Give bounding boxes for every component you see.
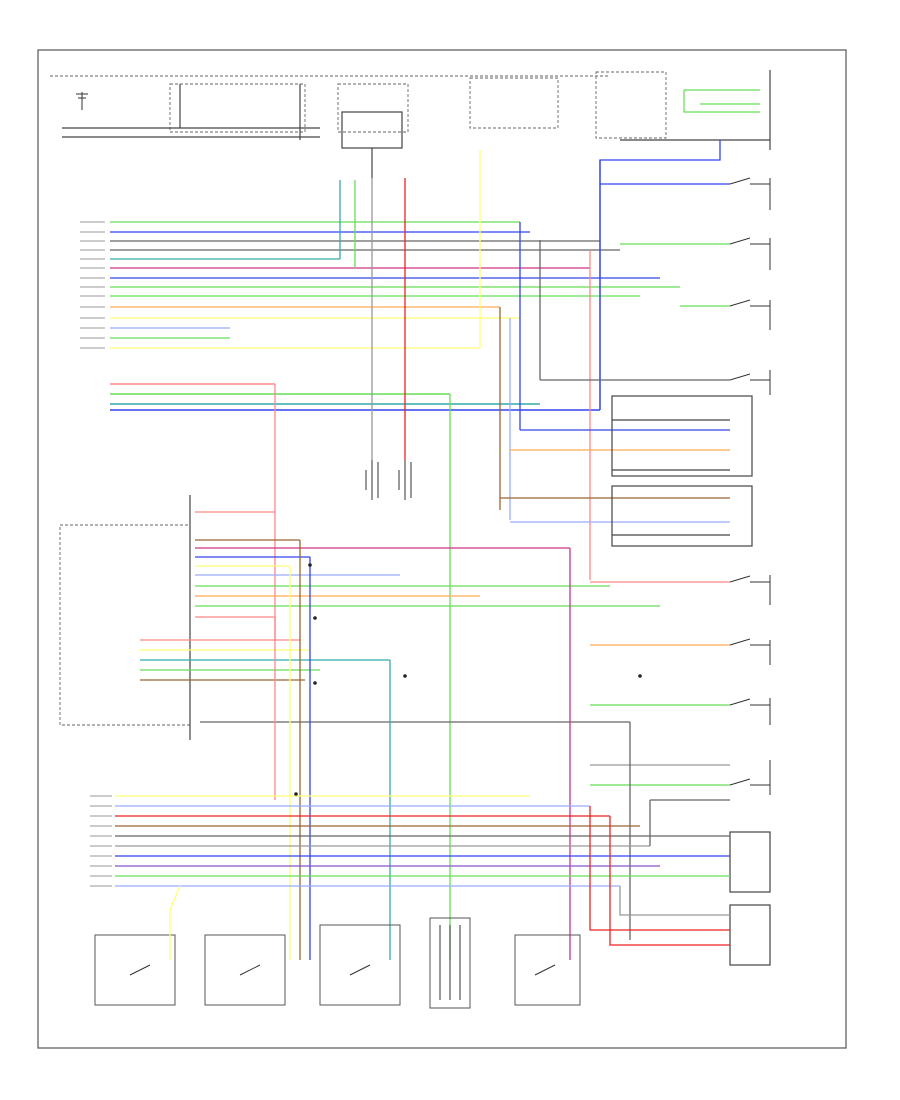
bottom-harness-wires xyxy=(115,795,730,887)
splice-dots xyxy=(294,563,642,796)
right-components xyxy=(611,395,771,966)
control-module-box xyxy=(59,524,191,726)
connector-c1-wires xyxy=(110,221,680,349)
bottom-switch-groups xyxy=(94,917,581,1009)
lower-verticals xyxy=(274,540,631,960)
left-connector-pins xyxy=(80,221,112,887)
connector-c2-wires xyxy=(110,383,600,411)
module-output-wires xyxy=(140,511,660,723)
top-relay-boxes xyxy=(62,71,667,178)
top-right-right-box xyxy=(620,70,771,150)
center-relays xyxy=(365,460,412,500)
blue-feed-wire xyxy=(599,140,721,410)
right-switch-rungs xyxy=(500,183,730,786)
lower-right-wires xyxy=(589,799,730,946)
right-switches xyxy=(729,177,771,795)
diagram-frame xyxy=(37,49,847,1049)
yellow-return-wire xyxy=(169,885,181,960)
top-right-green-loop xyxy=(683,89,760,113)
vertical-wires xyxy=(274,150,601,960)
